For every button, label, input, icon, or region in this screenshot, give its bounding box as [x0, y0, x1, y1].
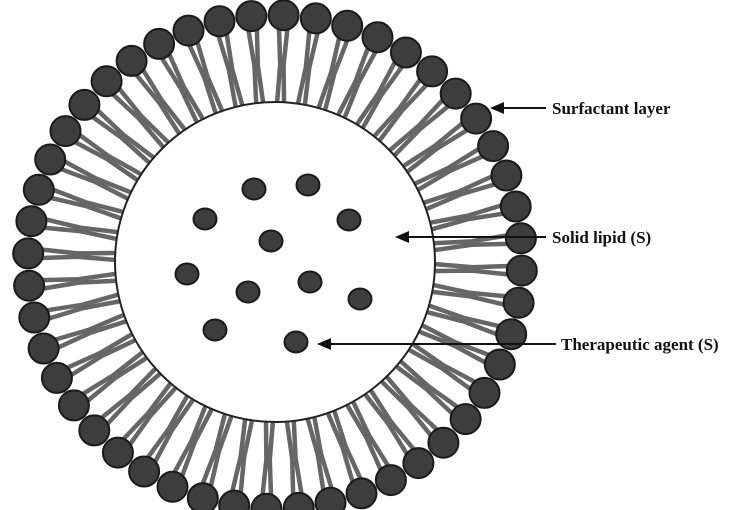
- surfactant-head: [174, 16, 204, 46]
- surfactant-head: [69, 90, 99, 120]
- surfactant-head: [205, 6, 235, 36]
- surfactant-head: [301, 3, 331, 33]
- surfactant-head: [188, 483, 218, 510]
- therapeutic-agent-particle: [243, 179, 266, 200]
- solid-lipid-label: Solid lipid (S): [552, 228, 651, 247]
- surfactant-head: [236, 1, 266, 31]
- surfactant-head: [403, 448, 433, 478]
- surfactant-head: [129, 457, 159, 487]
- surfactant-head: [51, 116, 81, 146]
- surfactant-head: [29, 334, 59, 364]
- surfactant-head: [316, 488, 346, 510]
- surfactant-head: [363, 22, 393, 52]
- surfactant-head: [504, 288, 534, 318]
- surfactant-head: [376, 465, 406, 495]
- surfactant-head: [117, 46, 147, 76]
- surfactant-head: [144, 29, 174, 59]
- surfactant-head: [347, 478, 377, 508]
- therapeutic-agent-particle: [338, 210, 361, 231]
- surfactant-head: [485, 350, 515, 380]
- surfactant-head: [491, 161, 521, 191]
- surfactant-head: [16, 206, 46, 236]
- therapeutic-agent-particle: [299, 272, 322, 293]
- surfactant-head: [391, 38, 421, 68]
- surfactant-head: [59, 390, 89, 420]
- surfactant-head: [79, 415, 109, 445]
- surfactant-head: [428, 428, 458, 458]
- surfactant-head: [42, 363, 72, 393]
- surfactant-head: [441, 79, 471, 109]
- surfactant-head: [507, 256, 537, 286]
- therapeutic-agent-particle: [285, 332, 308, 353]
- therapeutic-agent-particle: [194, 209, 217, 230]
- therapeutic-agent-particle: [204, 320, 227, 341]
- surfactant-head: [92, 66, 122, 96]
- surfactant-head: [451, 404, 481, 434]
- therapeutic-agent-particle: [260, 231, 283, 252]
- therapeutic-agent-label: Therapeutic agent (S): [561, 335, 719, 354]
- therapeutic-agent-particle: [297, 175, 320, 196]
- solid-lipid-core: [115, 102, 435, 422]
- surfactant-head: [13, 238, 43, 268]
- surfactant-head: [470, 378, 500, 408]
- therapeutic-agent-particle: [237, 282, 260, 303]
- surfactant-head: [35, 145, 65, 175]
- therapeutic-agent-particle: [349, 289, 372, 310]
- surfactant-head: [19, 303, 49, 333]
- surfactant-head: [478, 131, 508, 161]
- surfactant-head: [269, 0, 299, 30]
- surfactant-head: [158, 472, 188, 502]
- surfactant-head: [417, 56, 447, 86]
- surfactant-head: [24, 175, 54, 205]
- surfactant-head: [14, 271, 44, 301]
- surfactant-head: [332, 11, 362, 41]
- surfactant-head: [461, 104, 491, 134]
- surfactant-head: [506, 223, 536, 253]
- therapeutic-agent-particle: [176, 264, 199, 285]
- surfactant-layer-label: Surfactant layer: [552, 99, 671, 118]
- surfactant-head: [501, 192, 531, 222]
- surfactant-head: [103, 438, 133, 468]
